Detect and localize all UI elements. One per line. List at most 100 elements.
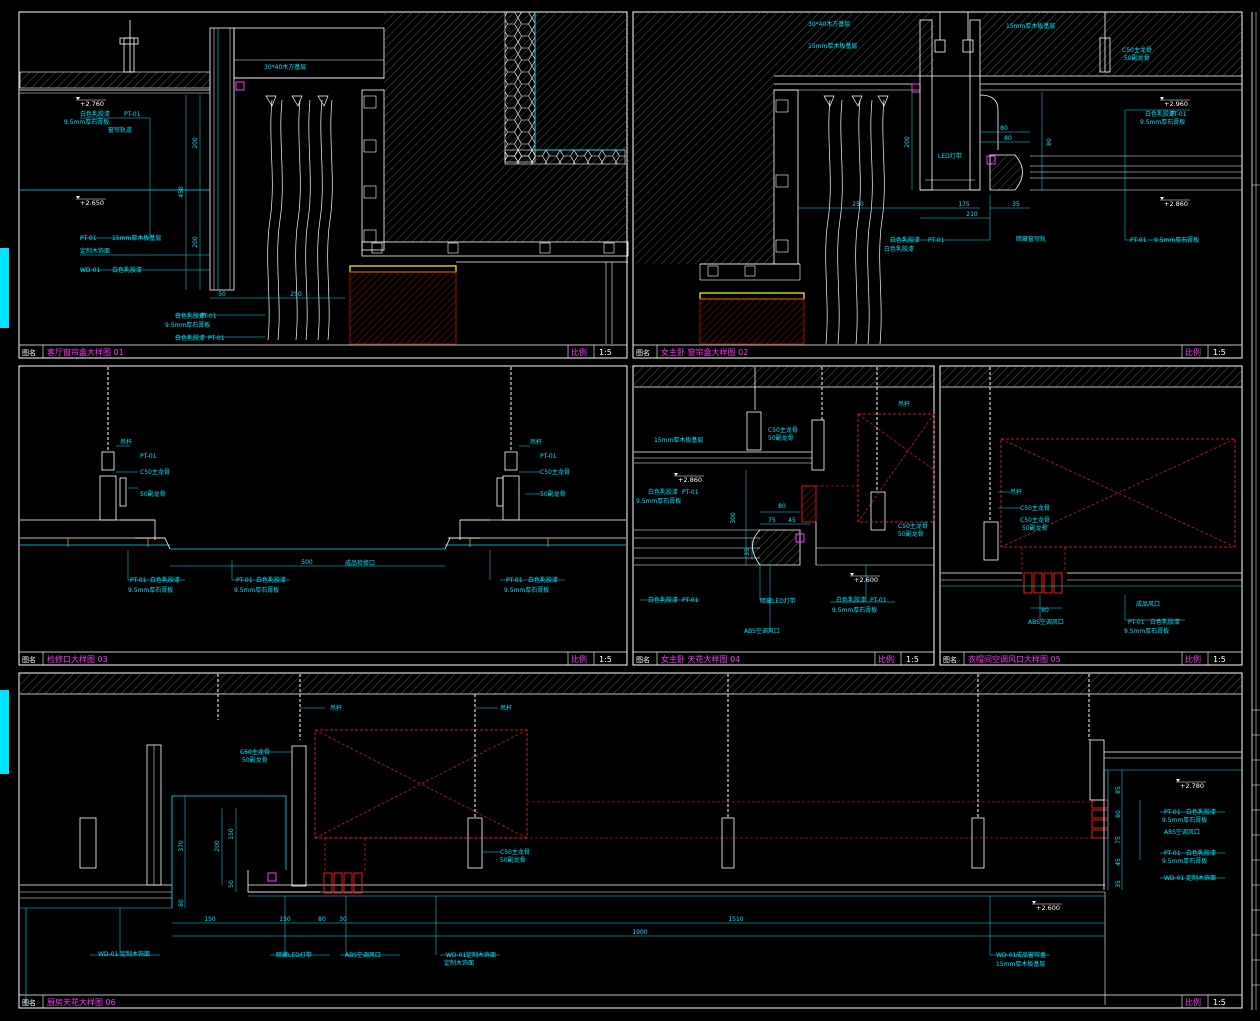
material-label: C50主龙骨 <box>1122 46 1152 54</box>
level-mark: +2.960 <box>1164 100 1188 108</box>
dimension-label: 450 <box>178 186 185 198</box>
material-label: 定制木饰面 <box>1186 874 1216 882</box>
dimension-label: 250 <box>852 201 864 208</box>
panel-scale-value: 1:5 <box>1213 998 1226 1007</box>
material-label: 9.5mm厚石膏板 <box>1154 236 1199 244</box>
material-label: 15mm厚木板基层 <box>996 960 1045 968</box>
material-label: 窗帘轨道 <box>108 126 132 134</box>
dimension-label: 80 <box>1004 135 1012 142</box>
dimension-label: 35 <box>1012 201 1020 208</box>
dimension-label: 150 <box>204 916 216 923</box>
material-code: PT-01 <box>682 489 699 496</box>
material-label: 15mm厚木板基层 <box>808 42 857 50</box>
dimension-label: 50 <box>228 880 235 888</box>
material-label: C50主龙骨 <box>898 522 928 530</box>
panel-frame-03 <box>18 365 628 666</box>
material-label: PT-01 <box>1130 237 1147 244</box>
panel-scale-label: 比例 <box>571 654 587 664</box>
level-marker <box>76 97 80 100</box>
panel-frame-05 <box>939 365 1243 666</box>
material-label: 吊杆 <box>1010 488 1022 496</box>
material-label: 9.5mm厚石膏板 <box>636 497 681 505</box>
panel-title-01: 客厅窗帘盒大样图 01 <box>47 347 124 357</box>
panel-scale-label: 比例 <box>1185 654 1201 664</box>
dimension-label: 35 <box>744 548 751 556</box>
panel-scale-value: 1:5 <box>1213 348 1226 357</box>
material-label: 白色乳胶漆 <box>175 312 205 320</box>
panel-frame-04 <box>632 365 935 666</box>
material-label: 9.5mm厚石膏板 <box>234 586 279 594</box>
panel-02-drawing <box>634 12 1242 345</box>
dimension-label: 200 <box>904 136 911 148</box>
material-label: 50副龙骨 <box>500 856 526 864</box>
left-accent-bar-bottom <box>0 690 9 774</box>
dimension-label: 200 <box>192 137 199 149</box>
title-block-strip <box>1251 12 1260 1010</box>
level-marker <box>1160 197 1164 200</box>
material-code: PT-01 <box>1164 850 1181 857</box>
material-label: 白色乳胶漆 <box>256 576 286 584</box>
material-label: ABS空调风口 <box>345 951 381 959</box>
material-label: ABS空调风口 <box>1164 828 1200 836</box>
material-label: 白色乳胶漆 <box>1186 808 1216 816</box>
material-code: PT-01 <box>1128 619 1145 626</box>
material-label: 成品风口 <box>1136 600 1160 608</box>
level-marker <box>1176 779 1180 782</box>
material-label: 50副龙骨 <box>1022 524 1048 532</box>
material-label: 9.5mm厚石膏板 <box>165 321 210 329</box>
level-marker <box>76 196 80 199</box>
material-code: PT-01 <box>208 335 225 342</box>
material-label: C50主龙骨 <box>140 468 170 476</box>
material-label: C50主龙骨 <box>240 748 270 756</box>
material-code: PT-01 <box>130 577 147 584</box>
level-marker <box>1160 97 1164 100</box>
material-label: 9.5mm厚石膏板 <box>1140 118 1185 126</box>
material-code: PT-01 <box>506 577 523 584</box>
level-mark: +2.650 <box>80 199 104 207</box>
material-label: 白色乳胶漆 <box>1150 618 1180 626</box>
panel-title-05: 衣帽间空调风口大样图 05 <box>968 654 1061 664</box>
material-label: WD-01 <box>80 267 101 274</box>
material-label: 9.5mm厚石膏板 <box>1124 627 1169 635</box>
material-label: 吊杆 <box>500 704 512 712</box>
left-accent-bar-top <box>0 248 9 328</box>
material-label: 白色乳胶漆 <box>528 576 558 584</box>
dimension-label: 200 <box>214 840 221 852</box>
material-label: 50副龙骨 <box>242 756 268 764</box>
material-code: PT-01 <box>236 577 253 584</box>
material-label: 50副龙骨 <box>140 490 166 498</box>
panel-frame-02 <box>632 11 1243 359</box>
material-label: C50主龙骨 <box>768 426 798 434</box>
dimension-label: 35 <box>1115 880 1122 888</box>
dimension-label: 200 <box>192 236 199 248</box>
panel-scale-label: 比例 <box>571 347 587 357</box>
material-label: C50主龙骨 <box>500 848 530 856</box>
dimension-label: 80 <box>1115 810 1122 818</box>
material-code: PT-01 <box>124 111 141 118</box>
level-mark: +2.600 <box>1036 904 1060 912</box>
dimension-label: 80 <box>1046 138 1053 146</box>
material-label: 9.5mm厚石膏板 <box>64 118 109 126</box>
dimension-label: 50 <box>218 291 226 298</box>
material-label: 吊杆 <box>330 704 342 712</box>
material-label: 白色乳胶漆 <box>890 236 920 244</box>
panel-scale-value: 1:5 <box>599 655 612 664</box>
dimension-label: 75 <box>1115 836 1122 844</box>
panel-scale-label: 比例 <box>1185 997 1201 1007</box>
material-label: 定制木饰面 <box>466 951 496 959</box>
dimension-label: 80 <box>318 916 326 923</box>
material-label: 50副龙骨 <box>540 490 566 498</box>
panel-scale-label: 比例 <box>1185 347 1201 357</box>
dimension-label: 1510 <box>728 916 743 923</box>
material-label: 暗藏LED灯带 <box>276 951 312 959</box>
panel-title-04: 女主卧 天花大样图 04 <box>661 654 740 664</box>
panel-05-drawing <box>941 367 1242 621</box>
material-label: 50副龙骨 <box>1124 54 1150 62</box>
material-label: 白色乳胶漆 <box>648 488 678 496</box>
panel-scale-value: 1:5 <box>599 348 612 357</box>
material-label: 白色乳胶漆 <box>836 596 866 604</box>
dimension-label: 210 <box>966 211 978 218</box>
panel-04-drawing <box>634 367 935 632</box>
material-label: 50副龙骨 <box>768 434 794 442</box>
material-label: 定制木饰面 <box>80 247 110 255</box>
